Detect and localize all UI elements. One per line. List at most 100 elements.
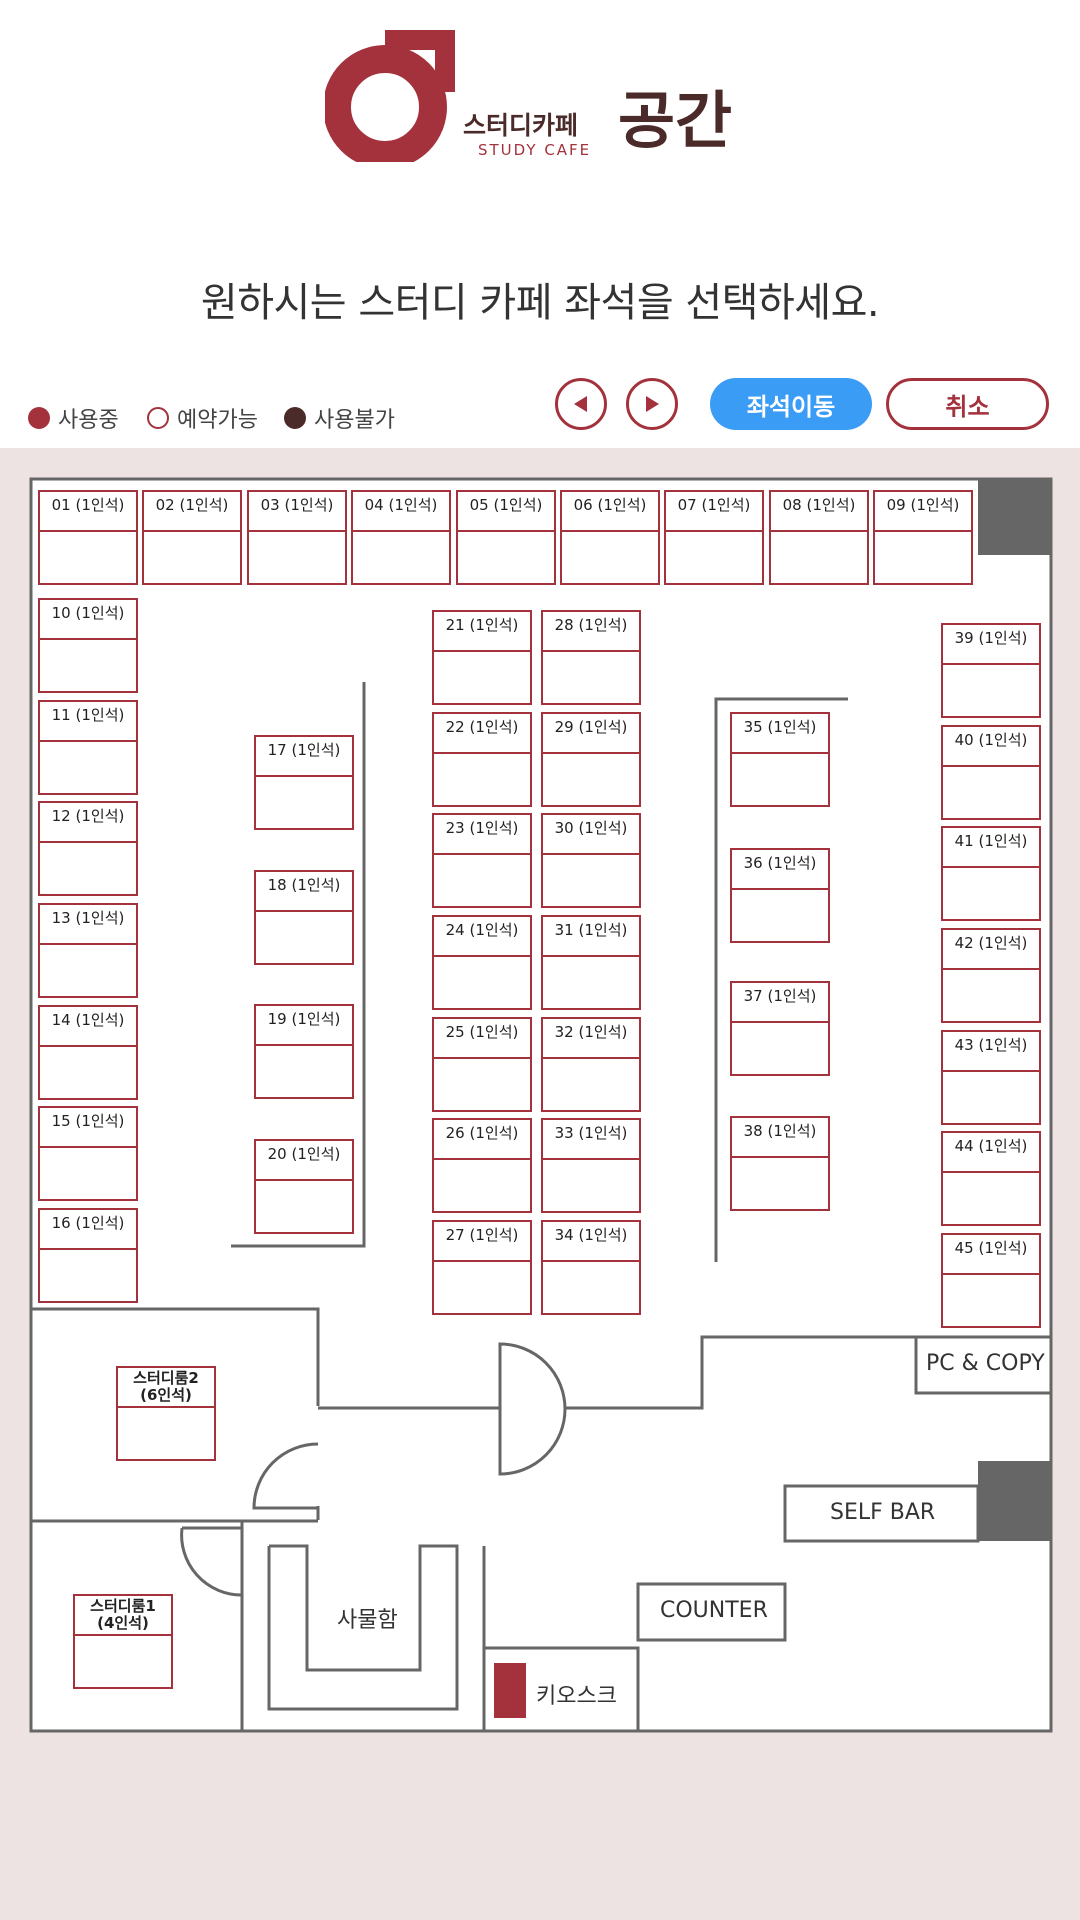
seat-12[interactable]: 12 (1인석)	[38, 801, 138, 896]
seat-06[interactable]: 06 (1인석)	[560, 490, 660, 585]
seat-label: 01 (1인석)	[40, 492, 136, 532]
logo-name-en: STUDY CAFE	[478, 141, 591, 159]
seat-34[interactable]: 34 (1인석)	[541, 1220, 641, 1315]
seat-25[interactable]: 25 (1인석)	[432, 1017, 532, 1112]
prev-button[interactable]	[555, 378, 607, 430]
seat-label: 32 (1인석)	[543, 1019, 639, 1059]
seat-18[interactable]: 18 (1인석)	[254, 870, 354, 965]
room-name: 스터디룸1	[90, 1597, 156, 1615]
seat-31[interactable]: 31 (1인석)	[541, 915, 641, 1010]
seat-label: 39 (1인석)	[943, 625, 1039, 665]
seat-20[interactable]: 20 (1인석)	[254, 1139, 354, 1234]
seat-label: 35 (1인석)	[732, 714, 828, 754]
seat-13[interactable]: 13 (1인석)	[38, 903, 138, 998]
legend-available: 예약가능	[147, 404, 258, 433]
seat-label: 09 (1인석)	[875, 492, 971, 532]
seat-label: 15 (1인석)	[40, 1108, 136, 1148]
room-capacity: (6인석)	[140, 1386, 192, 1404]
legend-unavailable-dot	[284, 407, 306, 429]
seat-04[interactable]: 04 (1인석)	[351, 490, 451, 585]
room-name: 스터디룸2	[133, 1369, 199, 1387]
header: 스터디카페 STUDY CAFE 공간 원하시는 스터디 카페 좌석을 선택하세…	[0, 0, 1080, 448]
cancel-button[interactable]: 취소	[886, 378, 1049, 430]
seat-label: 36 (1인석)	[732, 850, 828, 890]
seat-01[interactable]: 01 (1인석)	[38, 490, 138, 585]
seat-label: 19 (1인석)	[256, 1006, 352, 1046]
seat-42[interactable]: 42 (1인석)	[941, 928, 1041, 1023]
seat-10[interactable]: 10 (1인석)	[38, 598, 138, 693]
seat-label: 18 (1인석)	[256, 872, 352, 912]
seat-09[interactable]: 09 (1인석)	[873, 490, 973, 585]
seat-05[interactable]: 05 (1인석)	[456, 490, 556, 585]
logo-name-ko: 스터디카페	[463, 111, 578, 140]
seat-label: 16 (1인석)	[40, 1210, 136, 1250]
seat-03[interactable]: 03 (1인석)	[247, 490, 347, 585]
seat-label: 06 (1인석)	[562, 492, 658, 532]
seat-11[interactable]: 11 (1인석)	[38, 700, 138, 795]
seat-27[interactable]: 27 (1인석)	[432, 1220, 532, 1315]
seat-label: 23 (1인석)	[434, 815, 530, 855]
seat-24[interactable]: 24 (1인석)	[432, 915, 532, 1010]
seat-label: 43 (1인석)	[943, 1032, 1039, 1072]
seat-label: 34 (1인석)	[543, 1222, 639, 1262]
seat-26[interactable]: 26 (1인석)	[432, 1118, 532, 1213]
legend-in-use-dot	[28, 407, 50, 429]
seat-21[interactable]: 21 (1인석)	[432, 610, 532, 705]
seat-38[interactable]: 38 (1인석)	[730, 1116, 830, 1211]
seat-label: 05 (1인석)	[458, 492, 554, 532]
next-button[interactable]	[626, 378, 678, 430]
seat-label: 42 (1인석)	[943, 930, 1039, 970]
seat-02[interactable]: 02 (1인석)	[142, 490, 242, 585]
kiosk-label: 키오스크	[536, 1684, 617, 1709]
seat-32[interactable]: 32 (1인석)	[541, 1017, 641, 1112]
seat-29[interactable]: 29 (1인석)	[541, 712, 641, 807]
legend-unavailable: 사용불가	[284, 404, 395, 433]
move-seat-button[interactable]: 좌석이동	[710, 378, 872, 430]
logo-big-text: 공간	[618, 84, 732, 157]
seat-label: 25 (1인석)	[434, 1019, 530, 1059]
seat-19[interactable]: 19 (1인석)	[254, 1004, 354, 1099]
seat-label: 20 (1인석)	[256, 1141, 352, 1181]
triangle-left-icon	[574, 396, 587, 412]
pc-copy-label: PC & COPY	[926, 1351, 1045, 1376]
seat-30[interactable]: 30 (1인석)	[541, 813, 641, 908]
seat-23[interactable]: 23 (1인석)	[432, 813, 532, 908]
seat-39[interactable]: 39 (1인석)	[941, 623, 1041, 718]
seat-label: 13 (1인석)	[40, 905, 136, 945]
logo: 스터디카페 STUDY CAFE 공간	[325, 30, 732, 162]
seat-label: 26 (1인석)	[434, 1120, 530, 1160]
seat-label: 44 (1인석)	[943, 1133, 1039, 1173]
study-room-1[interactable]: 스터디룸1 (4인석)	[73, 1594, 173, 1689]
seat-45[interactable]: 45 (1인석)	[941, 1233, 1041, 1328]
seat-label: 37 (1인석)	[732, 983, 828, 1023]
seat-08[interactable]: 08 (1인석)	[769, 490, 869, 585]
seat-label: 04 (1인석)	[353, 492, 449, 532]
seat-33[interactable]: 33 (1인석)	[541, 1118, 641, 1213]
self-bar-label: SELF BAR	[830, 1500, 936, 1525]
seat-label: 40 (1인석)	[943, 727, 1039, 767]
seat-37[interactable]: 37 (1인석)	[730, 981, 830, 1076]
study-room-2[interactable]: 스터디룸2 (6인석)	[116, 1366, 216, 1461]
seat-43[interactable]: 43 (1인석)	[941, 1030, 1041, 1125]
legend-label: 사용중	[58, 408, 119, 433]
seat-40[interactable]: 40 (1인석)	[941, 725, 1041, 820]
seat-label: 11 (1인석)	[40, 702, 136, 742]
seat-17[interactable]: 17 (1인석)	[254, 735, 354, 830]
seat-14[interactable]: 14 (1인석)	[38, 1005, 138, 1100]
seat-label: 41 (1인석)	[943, 828, 1039, 868]
seat-36[interactable]: 36 (1인석)	[730, 848, 830, 943]
seat-label: 24 (1인석)	[434, 917, 530, 957]
seat-label: 30 (1인석)	[543, 815, 639, 855]
legend-in-use: 사용중	[28, 404, 119, 433]
seat-label: 27 (1인석)	[434, 1222, 530, 1262]
seat-label: 17 (1인석)	[256, 737, 352, 777]
seat-44[interactable]: 44 (1인석)	[941, 1131, 1041, 1226]
legend-available-dot	[147, 407, 169, 429]
seat-28[interactable]: 28 (1인석)	[541, 610, 641, 705]
seat-16[interactable]: 16 (1인석)	[38, 1208, 138, 1303]
seat-15[interactable]: 15 (1인석)	[38, 1106, 138, 1201]
seat-07[interactable]: 07 (1인석)	[664, 490, 764, 585]
seat-35[interactable]: 35 (1인석)	[730, 712, 830, 807]
seat-41[interactable]: 41 (1인석)	[941, 826, 1041, 921]
seat-22[interactable]: 22 (1인석)	[432, 712, 532, 807]
